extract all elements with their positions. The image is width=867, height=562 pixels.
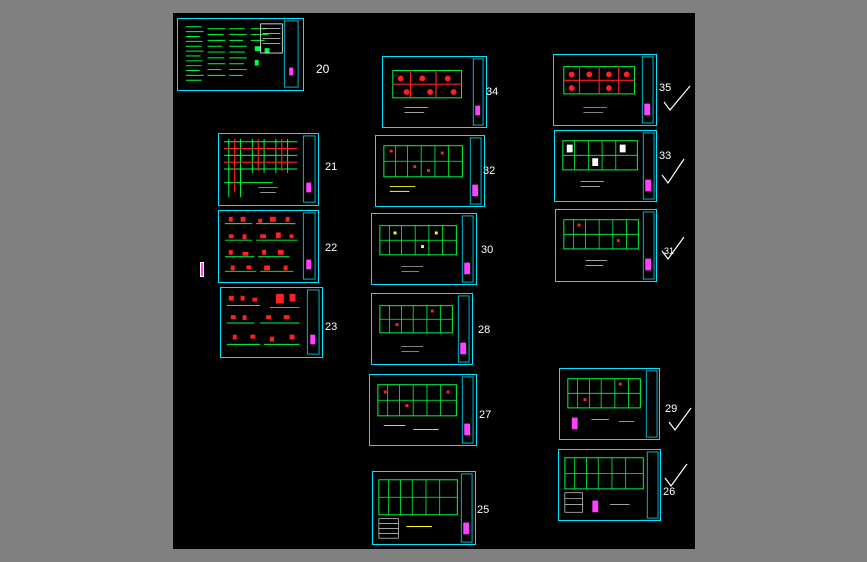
drawing-canvas[interactable]: 20 21 bbox=[173, 13, 695, 549]
sheet-27[interactable] bbox=[369, 374, 477, 446]
sheet-20-drawing bbox=[185, 20, 299, 88]
sheet-label-23: 23 bbox=[325, 321, 338, 333]
sheet-30-drawing bbox=[379, 215, 474, 283]
check-mark-29 bbox=[668, 407, 692, 432]
sheet-27-drawing bbox=[377, 376, 474, 444]
sheet-23[interactable] bbox=[220, 287, 323, 358]
sheet-28[interactable] bbox=[371, 293, 473, 365]
sheet-23-drawing bbox=[226, 289, 320, 355]
sheet-35[interactable] bbox=[553, 54, 657, 126]
sheet-32-drawing bbox=[383, 137, 482, 205]
sheet-label-20: 20 bbox=[316, 62, 330, 76]
sheet-26-drawing bbox=[564, 451, 659, 519]
sheet-29-drawing bbox=[567, 370, 658, 438]
sheet-22[interactable] bbox=[218, 210, 319, 283]
sheet-32[interactable] bbox=[375, 135, 485, 207]
sheet-25[interactable] bbox=[372, 471, 476, 545]
sheet-25-drawing bbox=[378, 473, 473, 543]
check-mark-35 bbox=[663, 85, 691, 111]
sheet-label-25: 25 bbox=[477, 504, 490, 516]
sheet-label-30: 30 bbox=[481, 244, 494, 256]
sheet-33-drawing bbox=[562, 132, 655, 200]
sheet-label-26: 26 bbox=[663, 486, 676, 498]
sheet-34[interactable] bbox=[382, 56, 487, 128]
sheet-26[interactable] bbox=[558, 449, 661, 521]
sheet-label-35: 35 bbox=[659, 82, 672, 94]
sheet-label-33: 33 bbox=[659, 150, 672, 162]
sheet-21-drawing bbox=[223, 135, 316, 203]
sheet-label-22: 22 bbox=[325, 242, 338, 254]
sheet-label-27: 27 bbox=[479, 409, 492, 421]
sheet-21[interactable] bbox=[218, 133, 319, 206]
sheet-label-21: 21 bbox=[325, 161, 338, 173]
sheet-29[interactable] bbox=[559, 368, 660, 440]
sheet-28-drawing bbox=[379, 295, 470, 363]
sheet-22-drawing bbox=[224, 212, 316, 280]
check-mark-33 bbox=[661, 158, 685, 185]
stray-marker bbox=[200, 262, 204, 277]
sheet-31-drawing bbox=[563, 211, 655, 280]
sheet-31[interactable] bbox=[555, 209, 657, 282]
sheet-30[interactable] bbox=[371, 213, 477, 285]
sheet-34-drawing bbox=[392, 58, 484, 126]
sheet-label-28: 28 bbox=[478, 324, 491, 336]
sheet-label-34: 34 bbox=[486, 86, 499, 98]
sheet-20[interactable] bbox=[177, 18, 304, 91]
sheet-label-31: 31 bbox=[664, 246, 675, 256]
check-mark-26 bbox=[664, 463, 688, 488]
check-mark-31 bbox=[661, 236, 685, 261]
sheet-label-29: 29 bbox=[665, 403, 678, 415]
sheet-label-32: 32 bbox=[483, 165, 496, 177]
sheet-35-drawing bbox=[563, 56, 654, 124]
sheet-33[interactable] bbox=[554, 130, 657, 202]
